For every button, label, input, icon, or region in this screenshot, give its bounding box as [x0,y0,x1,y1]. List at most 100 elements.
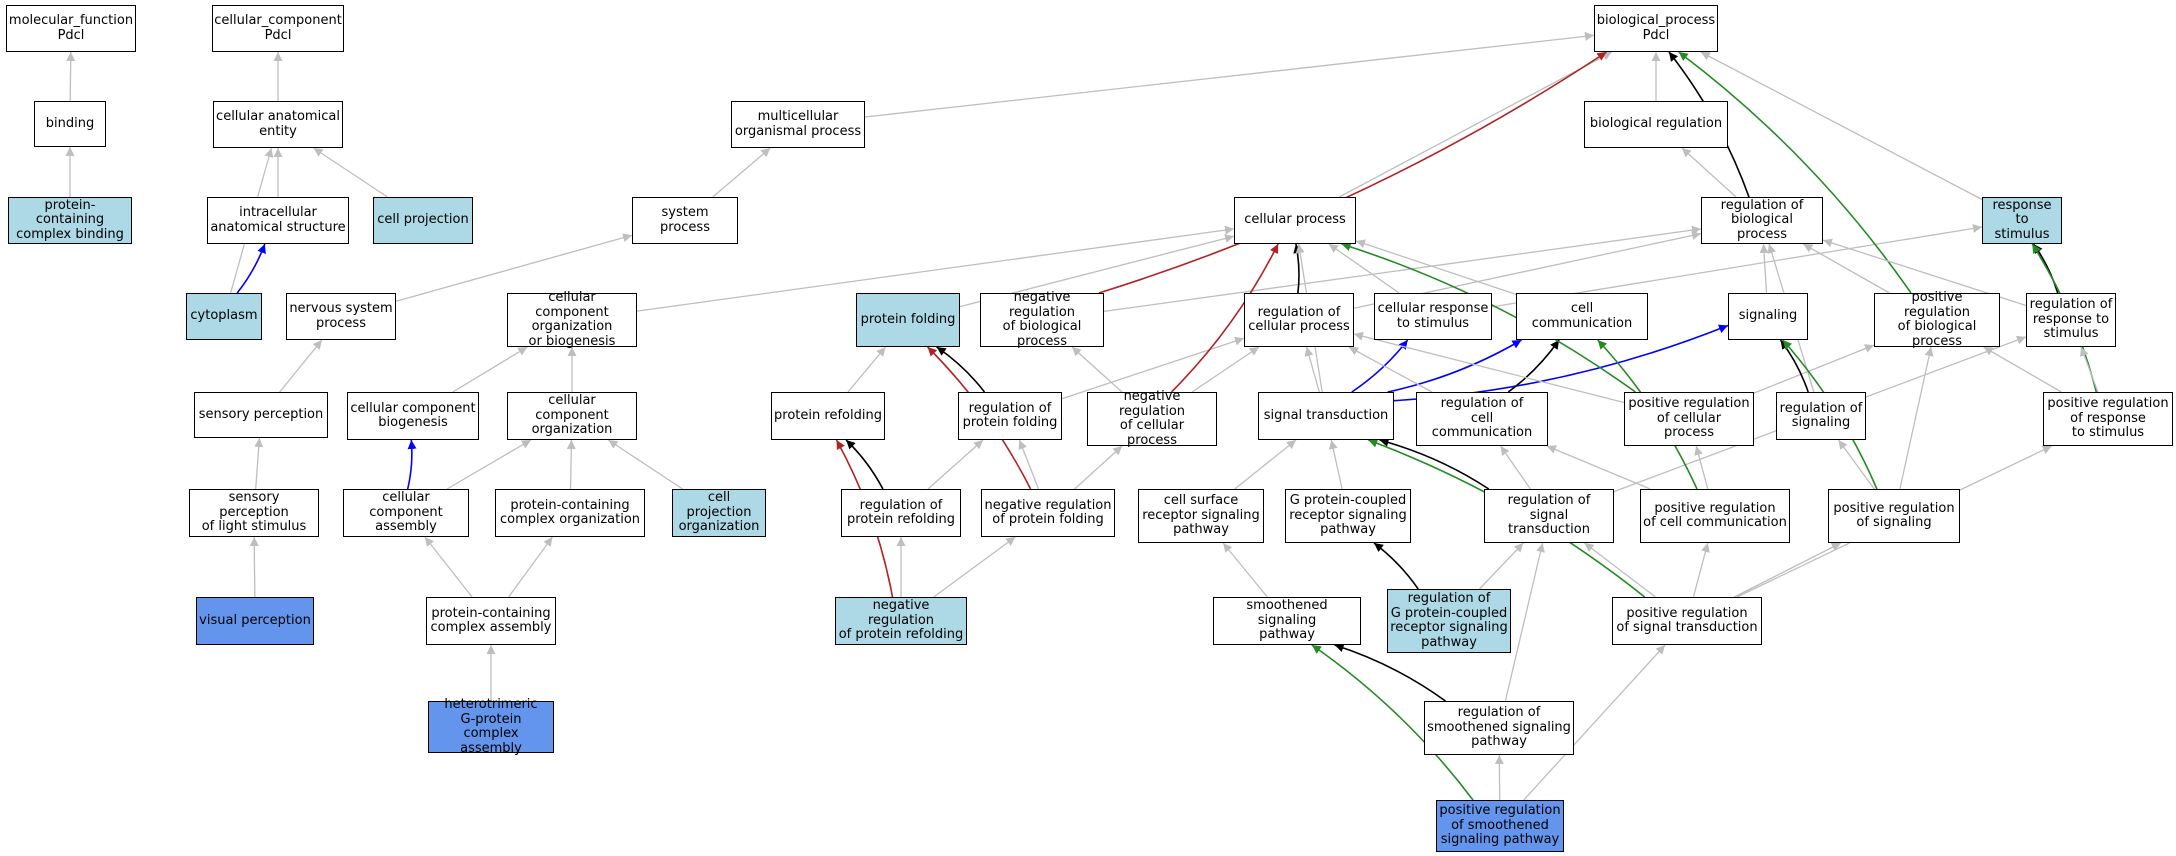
edge-st-to-rcp [1304,346,1320,393]
term-node-prs[interactable]: positive regulation of signaling [1828,489,1960,543]
edge-ssp-to-csrsp [1222,542,1268,598]
term-node-ccob[interactable]: cellular component organization or bioge… [507,290,637,348]
term-node-crs[interactable]: cellular response to stimulus [1374,293,1492,340]
term-node-pfold[interactable]: protein folding [856,293,960,347]
term-node-prssp[interactable]: positive regulation of smoothened signal… [1436,800,1564,852]
edge-rcp-to-cellp [1293,243,1303,294]
edge-prbp-to-bp [1678,51,1912,294]
term-node-pref[interactable]: protein refolding [771,392,885,440]
edge-prs-to-prbp [1899,346,1934,490]
edge-cpo-to-ccorg [608,439,683,490]
term-node-prbp[interactable]: positive regulation of biological proces… [1874,290,2000,348]
edge-sysp-to-mop [712,147,771,198]
term-node-nrcp[interactable]: negative regulation of cellular process [1087,389,1217,447]
edge-rssp-to-rst [1504,542,1545,702]
edge-prcc-to-prcp [1694,445,1709,490]
term-node-cyto[interactable]: cytoplasm [186,293,262,340]
term-node-nrpref[interactable]: negative regulation of protein refolding [835,597,967,645]
term-node-ccbio[interactable]: cellular component biogenesis [347,392,479,440]
term-node-ccomm[interactable]: cell communication [1516,293,1648,340]
edge-rcc-to-ccomm [1507,339,1560,393]
term-node-pcb[interactable]: protein-containing complex binding [8,197,132,244]
edge-rgpcr-to-gpcr [1373,542,1419,590]
edge-binding-to-mf [66,51,76,102]
edge-prcp-to-rcp [1353,331,1625,404]
edge-rpf-to-pfold [936,346,986,393]
term-node-sig[interactable]: signaling [1728,293,1808,340]
term-node-bp[interactable]: biological_process Pdcl [1594,5,1718,52]
edge-ccasm-to-ccbio [406,439,417,490]
term-node-rcp[interactable]: regulation of cellular process [1244,293,1354,347]
edge-rssp-to-ssp [1334,643,1446,702]
term-node-cpo[interactable]: cell projection organization [672,489,766,537]
edge-prcp-to-cellp [1341,242,1636,393]
term-node-sensp[interactable]: sensory perception [194,392,328,438]
term-node-pcco[interactable]: protein-containing complex organization [495,489,645,537]
term-node-cproj[interactable]: cell projection [373,197,473,244]
edge-st-to-crs [1351,339,1409,393]
term-node-rts[interactable]: response to stimulus [1982,197,2062,244]
edge-prcc-to-rcc [1546,445,1651,490]
term-node-ccorg[interactable]: cellular component organization [507,392,637,440]
edge-rpf-to-rcp [1061,336,1245,400]
edge-pcca-to-ccasm [424,536,473,598]
edge-sig-to-rbp [1759,243,1769,294]
edge-rpref-to-rpf [927,439,984,490]
term-node-mop[interactable]: multicellular organismal process [731,101,865,148]
term-node-cellp[interactable]: cellular process [1234,197,1356,244]
term-node-rrs[interactable]: regulation of response to stimulus [2026,293,2116,347]
edge-ccomm-to-cellp [1355,239,1517,296]
edge-prrs-to-prbp [1983,346,2062,393]
term-node-hgpa[interactable]: heterotrimeric G-protein complex assembl… [428,697,554,755]
term-node-csrsp[interactable]: cell surface receptor signaling pathway [1138,489,1264,543]
term-node-rpf[interactable]: regulation of protein folding [958,392,1062,440]
term-node-prst[interactable]: positive regulation of signal transducti… [1612,597,1762,645]
term-node-sysp[interactable]: system process [632,197,738,244]
edge-prbp-to-rbp [1802,243,1890,294]
edge-rst-to-st [1379,437,1490,490]
term-node-ias[interactable]: intracellular anatomical structure [207,197,349,244]
edge-rts-to-bp [1700,51,1983,201]
edge-nrpf-to-rpf [1018,439,1040,490]
term-node-rgpcr[interactable]: regulation of G protein-coupled receptor… [1387,589,1511,653]
edge-rgpcr-to-rst [1479,542,1524,590]
edge-rst-to-rcc [1500,445,1531,490]
edge-ccob-to-cellp [636,225,1235,312]
term-node-prcc[interactable]: positive regulation of cell communicatio… [1640,489,1790,543]
edge-nrbp-to-bp [1098,51,1607,294]
term-node-ssp[interactable]: smoothened signaling pathway [1213,597,1361,645]
term-node-nrbp[interactable]: negative regulation of biological proces… [980,290,1104,348]
term-node-rsig[interactable]: regulation of signaling [1776,392,1866,440]
edge-pcco-to-ccorg [566,439,576,490]
term-node-nrpf[interactable]: negative regulation of protein folding [981,489,1115,537]
term-node-cc[interactable]: cellular_component Pdcl [212,5,344,52]
edge-nsp-to-sysp [395,233,633,302]
edge-prst-to-prcc [1692,542,1710,598]
term-node-mf[interactable]: molecular_function Pdcl [6,5,136,52]
term-node-st[interactable]: signal transduction [1258,392,1394,440]
term-node-splight[interactable]: sensory perception of light stimulus [189,489,319,537]
term-node-rssp[interactable]: regulation of smoothened signaling pathw… [1424,701,1574,755]
term-node-visp[interactable]: visual perception [196,597,314,645]
term-node-rbp[interactable]: regulation of biological process [1701,197,1823,244]
edge-cyto-to-ias [236,243,266,294]
term-node-rcc[interactable]: regulation of cell communication [1416,392,1548,446]
edge-nrpf-to-nrcp [1074,445,1123,490]
term-node-nsp[interactable]: nervous system process [286,293,396,340]
term-node-gpcr[interactable]: G protein-coupled receptor signaling pat… [1285,489,1411,543]
term-node-biorg[interactable]: biological regulation [1584,101,1728,148]
term-node-rpref[interactable]: regulation of protein refolding [841,489,961,537]
edge-st-to-ccomm [1387,339,1522,393]
edge-prst-to-rst [1584,542,1656,598]
edge-cellp-to-bp [1338,51,1613,198]
term-node-prrs[interactable]: positive regulation of response to stimu… [2043,392,2173,446]
term-node-ccasm[interactable]: cellular component assembly [343,489,469,537]
term-node-prcp[interactable]: positive regulation of cellular process [1624,392,1754,446]
term-node-binding[interactable]: binding [34,101,106,147]
edge-prrs-to-rrs [2080,346,2099,393]
term-node-pcca[interactable]: protein-containing complex assembly [426,597,556,645]
edge-rrs-to-rbp [1822,238,2027,307]
term-node-rst[interactable]: regulation of signal transduction [1484,489,1614,543]
edge-cproj-to-cae [313,147,388,198]
term-node-cae[interactable]: cellular anatomical entity [213,101,343,148]
